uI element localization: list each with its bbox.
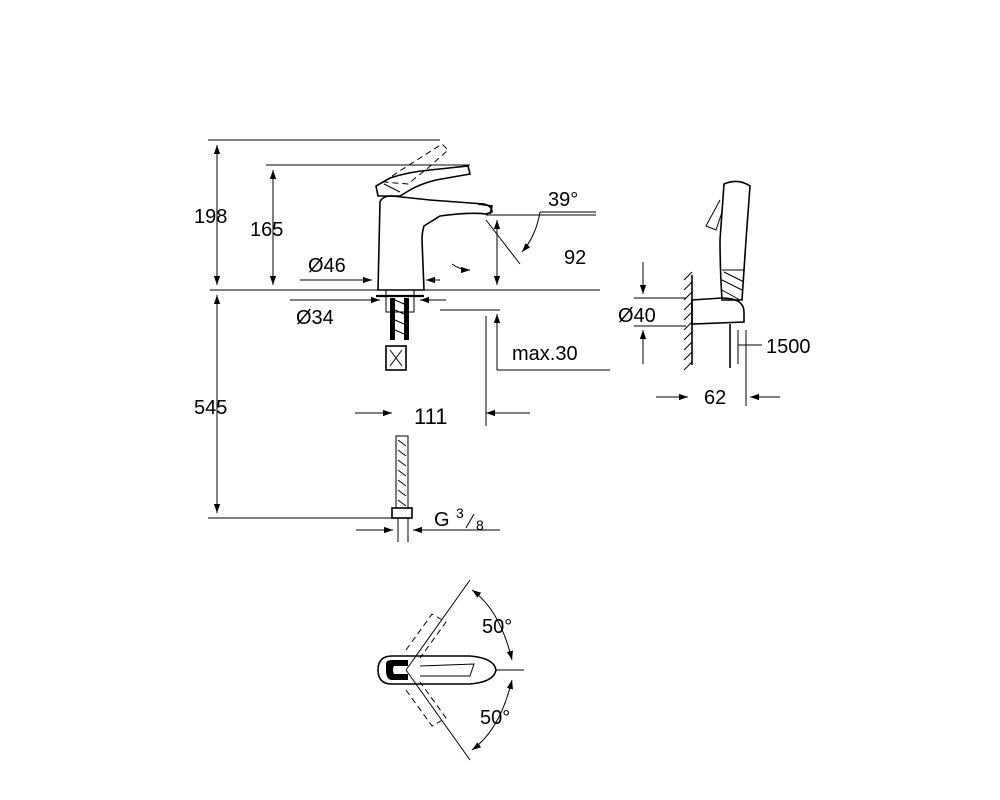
- label-max-30: max.30: [512, 343, 578, 365]
- hose-nut: [391, 507, 413, 519]
- supply-hose: [395, 435, 409, 509]
- label-thread-numerator: 3: [456, 505, 464, 521]
- threaded-rod-left: [390, 298, 395, 340]
- dimension-lines: [208, 139, 610, 534]
- shower-grip: [721, 269, 745, 301]
- lever-right-swing: [405, 681, 447, 727]
- lever-detail: [383, 183, 401, 193]
- aerator: [477, 203, 493, 215]
- lever-raised: [382, 143, 449, 185]
- angle-arc: [521, 211, 541, 253]
- top-view-spout: [419, 663, 475, 677]
- faucet-body: [377, 195, 493, 291]
- wall-holder: [691, 297, 745, 325]
- label-thread-g: G: [434, 509, 450, 531]
- arc-lower: [471, 679, 513, 751]
- label-198: 198: [194, 206, 227, 228]
- shower-holder-view: [634, 180, 780, 406]
- swing-upper-leg: [405, 579, 471, 671]
- faucet-top-view: [377, 579, 524, 761]
- connector-cross: [389, 349, 403, 367]
- label-swing-lower: 50°: [480, 707, 510, 729]
- label-diameter-34: Ø34: [296, 307, 334, 329]
- hose-braid: [397, 439, 407, 507]
- label-92: 92: [564, 247, 586, 269]
- thread-marks: [394, 299, 405, 335]
- label-1500: 1500: [766, 336, 811, 358]
- lever: [375, 165, 471, 197]
- hand-shower: [719, 180, 751, 301]
- label-111: 111: [414, 404, 447, 429]
- thread-fraction-bar: [465, 513, 475, 529]
- label-165: 165: [250, 219, 283, 241]
- arc-upper: [471, 589, 513, 661]
- threaded-rod-right: [404, 298, 409, 340]
- top-view-body: [377, 655, 497, 685]
- angle-leg: [485, 219, 521, 265]
- arc-arrow-small: [451, 263, 471, 274]
- label-39-deg: 39°: [548, 189, 578, 211]
- label-diameter-46: Ø46: [308, 255, 346, 277]
- label-62: 62: [704, 387, 726, 409]
- top-view-handle: [386, 660, 408, 680]
- label-swing-upper: 50°: [482, 616, 512, 638]
- shower-trigger: [705, 199, 723, 231]
- label-545: 545: [194, 397, 227, 419]
- wall-hatch: [683, 271, 693, 371]
- lever-left-swing: [405, 613, 447, 659]
- label-diameter-40: Ø40: [618, 305, 656, 327]
- label-thread-denominator: 8: [476, 517, 484, 533]
- faucet-side-view: [210, 143, 600, 542]
- swing-lower-leg: [405, 669, 471, 761]
